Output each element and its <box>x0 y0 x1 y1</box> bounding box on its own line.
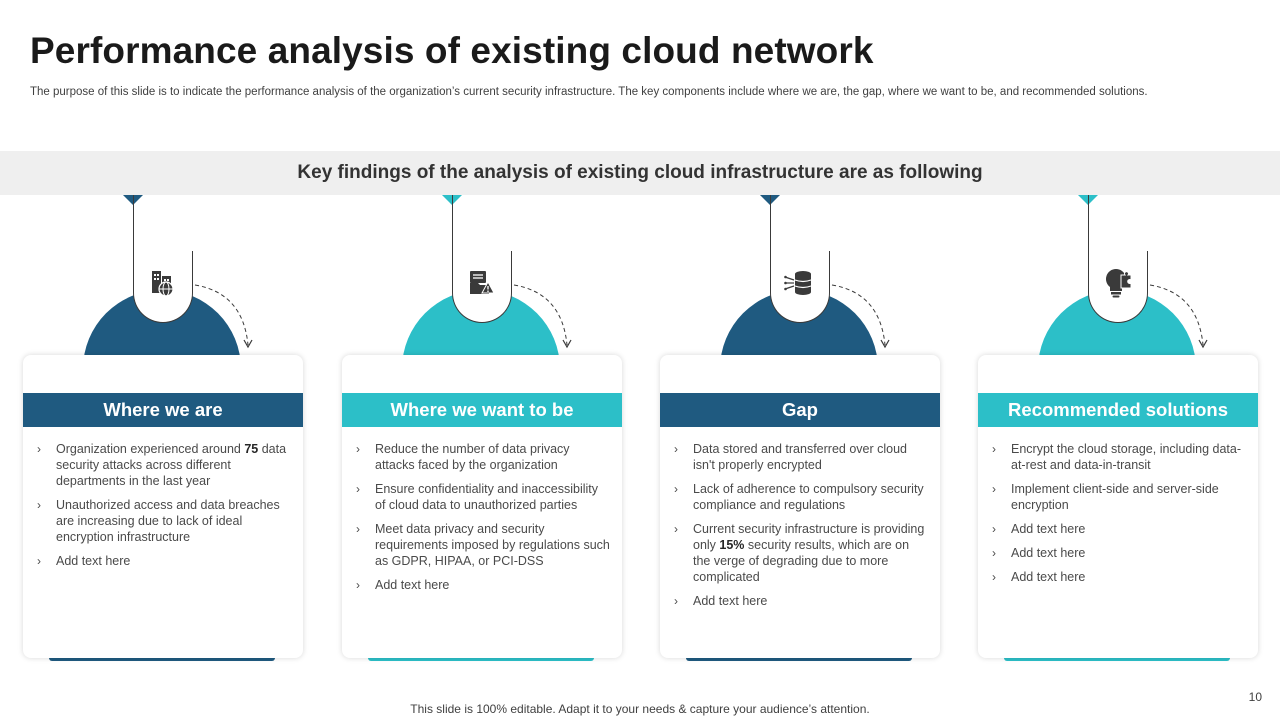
chevron-right-icon: › <box>674 522 678 536</box>
page-subtitle: The purpose of this slide is to indicate… <box>30 86 1148 98</box>
page-number: 10 <box>1248 690 1262 704</box>
chevron-right-icon: › <box>356 482 360 496</box>
chevron-right-icon: › <box>37 442 41 456</box>
bullet-list: › Reduce the number of data privacy attac… <box>356 441 610 601</box>
bullet-text: Add text here <box>56 554 131 568</box>
bullet-item: › Ensure confidentiality and inaccessibil… <box>356 481 610 513</box>
bullet-list: › Data stored and transferred over cloud … <box>674 441 928 617</box>
curved-arrow-icon <box>831 284 890 349</box>
database-network-icon <box>782 265 818 301</box>
bullet-text: Add text here <box>1011 522 1086 536</box>
card-heading: Where we want to be <box>342 393 622 427</box>
lightbulb-puzzle-icon <box>1100 265 1136 301</box>
column-3: Gap › Data stored and transferred over clo… <box>660 195 940 665</box>
curved-arrow-icon <box>1149 284 1208 349</box>
column-4: Recommended solutions › Encrypt the cloud … <box>978 195 1258 665</box>
column-2: Where we want to be › Reduce the number of… <box>342 195 622 665</box>
card-heading: Gap <box>660 393 940 427</box>
connector-line <box>770 195 771 287</box>
bullet-text: Meet data privacy and security requireme… <box>375 522 610 568</box>
bullet-list: › Encrypt the cloud storage, including da… <box>992 441 1246 593</box>
chevron-right-icon: › <box>992 442 996 456</box>
bullet-text: Current security infrastructure is provi… <box>693 522 925 552</box>
bullet-text: Unauthorized access and data breaches ar… <box>56 498 280 544</box>
findings-banner: Key findings of the analysis of existing… <box>0 151 1280 195</box>
chevron-right-icon: › <box>356 578 360 592</box>
chevron-right-icon: › <box>37 498 41 512</box>
bullet-item: › Add text here <box>674 593 928 609</box>
chevron-right-icon: › <box>674 594 678 608</box>
bullet-text-cont: security results, which are on the verge… <box>693 538 910 584</box>
card-underline <box>1004 656 1230 661</box>
chevron-right-icon: › <box>674 442 678 456</box>
locked-folder-warning-icon <box>464 265 500 301</box>
curved-arrow-icon <box>194 284 253 349</box>
bullet-item: › Add text here <box>37 553 291 569</box>
bullet-item: › Reduce the number of data privacy attac… <box>356 441 610 473</box>
bullet-item: › Add text here <box>992 569 1246 585</box>
chevron-right-icon: › <box>992 482 996 496</box>
bullet-text: Encrypt the cloud storage, including dat… <box>1011 442 1241 472</box>
bullet-item: › Current security infrastructure is prov… <box>674 521 928 585</box>
bullet-list: › Organization experienced around 75 data… <box>37 441 291 577</box>
connector-line <box>1088 195 1089 287</box>
chevron-right-icon: › <box>356 442 360 456</box>
chevron-right-icon: › <box>37 554 41 568</box>
chevron-right-icon: › <box>356 522 360 536</box>
bullet-text: Add text here <box>693 594 768 608</box>
column-1: Where we are › Organization experienced ar… <box>23 195 303 665</box>
bullet-item: › Implement client-side and server-side e… <box>992 481 1246 513</box>
curved-arrow-icon <box>513 284 572 349</box>
card-heading: Recommended solutions <box>978 393 1258 427</box>
card-heading: Where we are <box>23 393 303 427</box>
hook-connector <box>1088 251 1148 323</box>
page-title: Performance analysis of existing cloud n… <box>30 30 874 71</box>
bullet-item: › Add text here <box>992 545 1246 561</box>
card-underline <box>368 656 594 661</box>
card-underline <box>49 656 275 661</box>
chevron-right-icon: › <box>992 546 996 560</box>
bullet-text: Lack of adherence to compulsory security… <box>693 482 924 512</box>
bullet-highlight: 75 <box>244 442 259 456</box>
card-underline <box>686 656 912 661</box>
bullet-item: › Organization experienced around 75 data… <box>37 441 291 489</box>
chevron-right-icon: › <box>992 570 996 584</box>
chevron-right-icon: › <box>674 482 678 496</box>
card-where-we-are: Where we are › Organization experienced ar… <box>23 355 303 658</box>
bullet-item: › Add text here <box>356 577 610 593</box>
bullet-text: Add text here <box>1011 546 1086 560</box>
connector-line <box>452 195 453 287</box>
bullet-item: › Data stored and transferred over cloud … <box>674 441 928 473</box>
card-where-we-want-to-be: Where we want to be › Reduce the number of… <box>342 355 622 658</box>
bullet-item: › Encrypt the cloud storage, including da… <box>992 441 1246 473</box>
bullet-text: Organization experienced around <box>56 442 245 456</box>
bullet-item: › Add text here <box>992 521 1246 537</box>
card-gap: Gap › Data stored and transferred over clo… <box>660 355 940 658</box>
bullet-text: Ensure confidentiality and inaccessibili… <box>375 482 599 512</box>
bullet-text: Add text here <box>1011 570 1086 584</box>
bullet-text: Data stored and transferred over cloud i… <box>693 442 908 472</box>
banner-text: Key findings of the analysis of existing… <box>297 162 983 183</box>
bullet-item: › Meet data privacy and security requirem… <box>356 521 610 569</box>
bullet-highlight: 15% <box>719 538 745 552</box>
building-globe-icon <box>145 265 181 301</box>
bullet-text: Add text here <box>375 578 450 592</box>
chevron-right-icon: › <box>992 522 996 536</box>
bullet-text: Implement client-side and server-side en… <box>1011 482 1219 512</box>
footer-note: This slide is 100% editable. Adapt it to… <box>410 702 870 716</box>
bullet-item: › Lack of adherence to compulsory securit… <box>674 481 928 513</box>
connector-line <box>133 195 134 287</box>
card-recommended-solutions: Recommended solutions › Encrypt the cloud … <box>978 355 1258 658</box>
bullet-item: › Unauthorized access and data breaches a… <box>37 497 291 545</box>
bullet-text-cont: data security attacks across different d… <box>56 442 287 488</box>
bullet-text: Reduce the number of data privacy attack… <box>375 442 570 472</box>
